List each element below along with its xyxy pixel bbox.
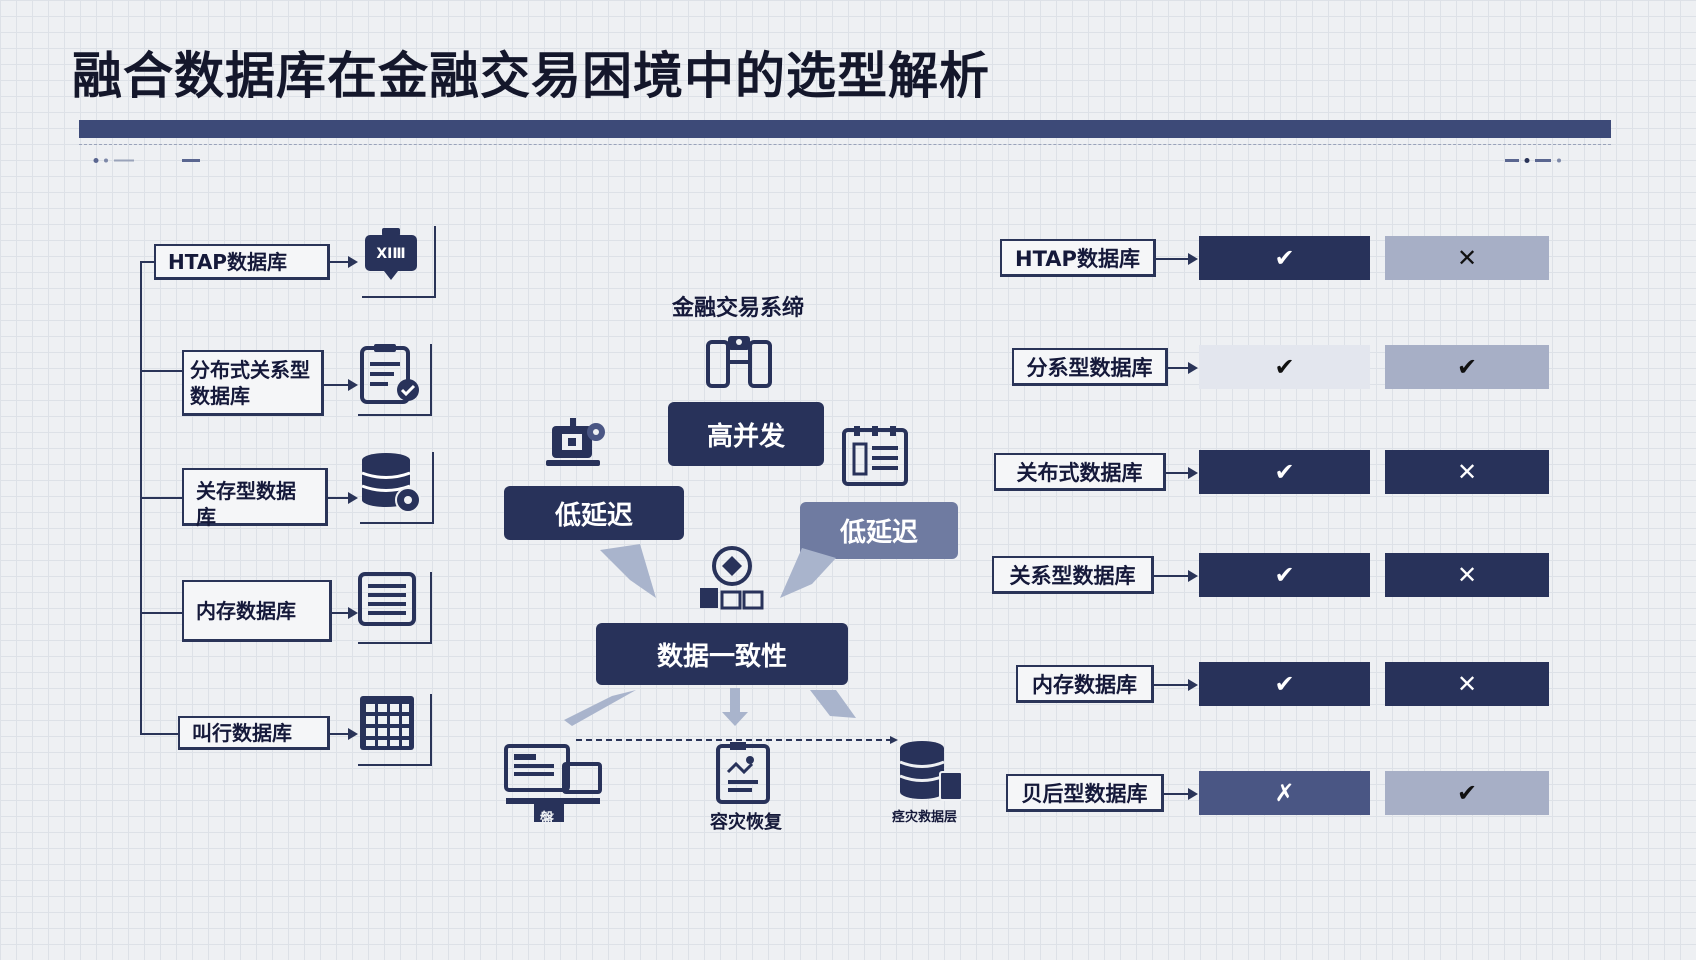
database-server-icon: [899, 741, 963, 801]
support-cell-1: ✔: [1199, 553, 1370, 597]
tree-icon-frame: [360, 452, 434, 524]
page-title: 融合数据库在金融交易困境中的选型解析: [72, 47, 990, 105]
row-label: HTAP数据库: [1015, 246, 1140, 271]
support-cell-2: ✔: [1385, 345, 1549, 389]
low-latency-box-left: 低延迟: [504, 486, 684, 540]
tree-connector: [324, 384, 350, 386]
arrow-right-icon: [1188, 467, 1198, 479]
row-label: 分系型数据库: [1026, 355, 1153, 380]
tree-branch: [140, 497, 184, 499]
row-label-box: 内存数据库: [1016, 665, 1154, 703]
arrow-right-icon: [1188, 679, 1198, 691]
row-connector: [1168, 367, 1190, 369]
converging-arrows: [600, 544, 836, 598]
left-dot-decoration: [93, 158, 200, 163]
tree-branch: [140, 370, 184, 372]
arrow-right-icon: [348, 492, 358, 504]
tree-item-columnar: 叫行数据库: [178, 716, 330, 750]
support-cell-2: ✔: [1385, 771, 1549, 815]
database-badge-icon: XIⅢ: [365, 228, 417, 280]
row-connector: [1154, 684, 1190, 686]
support-cell-1: ✗: [1199, 771, 1370, 815]
tree-item-label: 分布式关系型数据库: [190, 357, 310, 408]
disaster-data-layer-label: 痉灾救据层: [892, 810, 958, 825]
memory-list-icon: [358, 572, 416, 626]
arrow-right-icon: [1188, 362, 1198, 374]
tree-icon-frame: [358, 694, 432, 766]
right-dot-decoration: [1505, 158, 1561, 163]
chip-gear-icon: [546, 418, 605, 466]
workstation-label: 盤: [540, 811, 554, 827]
arrow-right-icon: [348, 379, 358, 391]
system-label: 金融交易系缔: [672, 296, 805, 321]
arrow-right-icon: [1188, 788, 1198, 800]
row-connector: [1154, 575, 1190, 577]
support-cell-2: ✕: [1385, 553, 1549, 597]
arrow-right-icon: [348, 728, 358, 740]
tree-item-label: 叫行数据库: [192, 720, 292, 745]
recovery-document-icon: [716, 742, 770, 804]
row-label: 贝后型数据库: [1021, 781, 1148, 806]
data-consistency-box: 数据一致性: [596, 623, 848, 685]
support-cell-2: ✕: [1385, 450, 1549, 494]
tree-connector: [328, 497, 350, 499]
arrow-right-icon: [348, 256, 358, 268]
high-concurrency-label: 高并发: [706, 421, 785, 452]
tree-item-label: 关存型数据库: [196, 478, 296, 529]
tree-branch: [140, 733, 180, 735]
tree-connector: [330, 733, 350, 735]
support-cell-1: ✔: [1199, 236, 1370, 280]
high-concurrency-box: 高并发: [668, 402, 824, 466]
row-label-box: HTAP数据库: [1000, 239, 1156, 277]
row-connector: [1166, 472, 1190, 474]
header-bar: [79, 120, 1611, 138]
tree-item-in-memory: 内存数据库: [182, 580, 332, 642]
tree-item-relational: 关存型数据库: [182, 468, 328, 529]
server-cluster-icon: [706, 336, 772, 388]
row-label: 关系型数据库: [1009, 563, 1136, 588]
tree-connector: [332, 612, 350, 614]
tree-icon-frame: [358, 344, 432, 416]
tree-branch: [140, 261, 156, 263]
arrow-right-icon: [348, 607, 358, 619]
tree-icon-frame: XIⅢ: [362, 226, 436, 298]
tree-branch: [140, 612, 184, 614]
low-latency-label: 低延迟: [839, 518, 918, 548]
row-connector: [1164, 793, 1190, 795]
clipboard-check-icon: [360, 344, 419, 404]
row-label-box: 分系型数据库: [1012, 348, 1168, 386]
support-cell-2: ✕: [1385, 236, 1549, 280]
data-consistency-label: 数据一致性: [656, 641, 787, 672]
support-cell-1: ✔: [1199, 345, 1370, 389]
row-label: 内存数据库: [1032, 672, 1137, 697]
row-label-box: 关布式数据库: [994, 453, 1166, 491]
low-latency-box-right: 低延迟: [800, 502, 958, 559]
document-list-icon: [842, 426, 908, 486]
row-label-box: 贝后型数据库: [1006, 774, 1164, 812]
arrow-right-icon: [1188, 253, 1198, 265]
tree-connector: [330, 261, 350, 263]
arrow-right-icon: [1188, 570, 1198, 582]
diverging-arrows: [564, 688, 898, 744]
tree-item-label: HTAP数据库: [168, 249, 287, 274]
row-connector: [1156, 258, 1190, 260]
header-dashed-divider: [79, 144, 1611, 145]
shield-node-icon: [700, 546, 764, 610]
grid-table-icon: [360, 696, 414, 750]
database-stack-icon: [361, 453, 421, 513]
tree-icon-frame: [358, 572, 432, 644]
disaster-recovery-label: 容灾恢复: [710, 812, 782, 833]
monitor-workstation-icon: [504, 744, 602, 822]
tree-item-distributed: 分布式关系型数据库: [182, 350, 324, 416]
tree-item-label: 内存数据库: [196, 598, 296, 623]
tree-item-htap: HTAP数据库: [154, 244, 330, 280]
support-cell-1: ✔: [1199, 662, 1370, 706]
support-cell-2: ✕: [1385, 662, 1549, 706]
icon-badge-text: XIⅢ: [376, 246, 405, 262]
support-cell-1: ✔: [1199, 450, 1370, 494]
row-label-box: 关系型数据库: [992, 556, 1154, 594]
row-label: 关布式数据库: [1016, 460, 1143, 485]
low-latency-label: 低延迟: [554, 500, 633, 531]
